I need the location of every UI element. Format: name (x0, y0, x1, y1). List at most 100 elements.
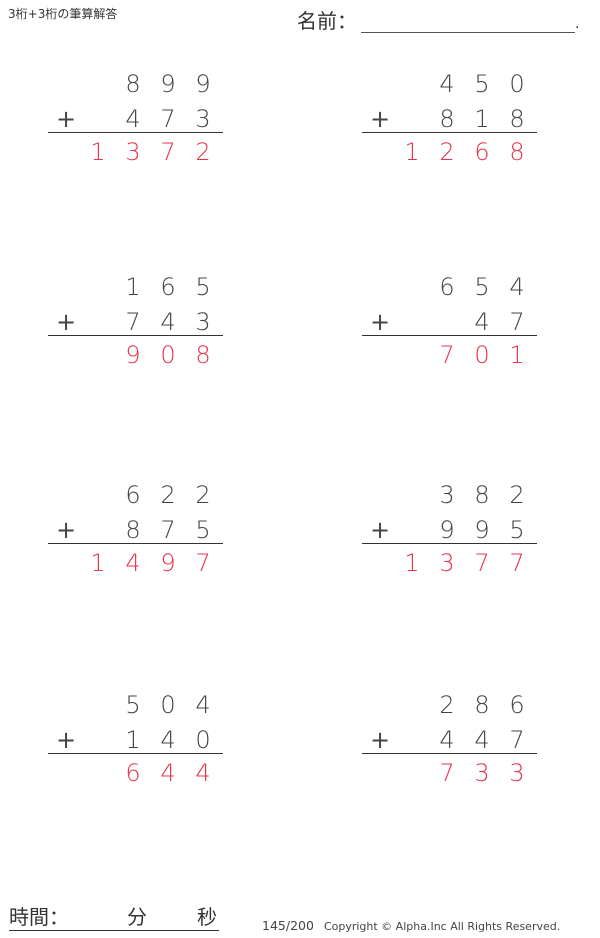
sum-rule-line (362, 753, 537, 754)
name-field: 名前： . (297, 5, 579, 33)
seconds-label: 秒 (197, 905, 217, 929)
plus-sign: + (55, 726, 77, 754)
top-operand-digit: 6 (160, 273, 176, 301)
top-operand-digit: 8 (125, 70, 141, 98)
bottom-operand-digit: 7 (160, 516, 176, 544)
top-operand-digit: 9 (195, 70, 211, 98)
top-operand-digit: 3 (439, 481, 455, 509)
answer-digit: 6 (125, 759, 141, 787)
top-operand-digit: 5 (125, 691, 141, 719)
answer-digit: 1 (404, 138, 420, 166)
top-operand-digit: 4 (439, 70, 455, 98)
answer-digit: 7 (509, 549, 525, 577)
answer-digit: 1 (509, 341, 525, 369)
answer-digit: 3 (509, 759, 525, 787)
worksheet-title: 3桁+3桁の筆算解答 (8, 7, 118, 21)
bottom-operand-digit: 4 (160, 726, 176, 754)
top-operand-digit: 6 (439, 273, 455, 301)
answer-digit: 7 (474, 549, 490, 577)
name-blank-line (361, 10, 575, 33)
plus-sign: + (55, 105, 77, 133)
answer-digit: 1 (90, 138, 106, 166)
top-operand-digit: 2 (195, 481, 211, 509)
top-operand-digit: 2 (160, 481, 176, 509)
bottom-operand-digit: 9 (474, 516, 490, 544)
top-operand-digit: 4 (195, 691, 211, 719)
answer-digit: 0 (160, 341, 176, 369)
answer-digit: 6 (474, 138, 490, 166)
sum-rule-line (48, 543, 223, 544)
sum-rule-line (362, 132, 537, 133)
bottom-operand-digit: 5 (509, 516, 525, 544)
top-operand-digit: 1 (125, 273, 141, 301)
top-operand-digit: 0 (509, 70, 525, 98)
answer-digit: 1 (90, 549, 106, 577)
top-operand-digit: 5 (474, 70, 490, 98)
answer-digit: 7 (439, 759, 455, 787)
answer-digit: 2 (195, 138, 211, 166)
copyright-text: Copyright © Alpha.Inc All Rights Reserve… (323, 920, 561, 933)
bottom-operand-digit: 1 (474, 105, 490, 133)
top-operand-digit: 5 (474, 273, 490, 301)
answer-digit: 4 (125, 549, 141, 577)
answer-digit: 9 (160, 549, 176, 577)
plus-sign: + (369, 516, 391, 544)
bottom-operand-digit: 4 (439, 726, 455, 754)
plus-sign: + (369, 308, 391, 336)
answer-digit: 7 (439, 341, 455, 369)
bottom-operand-digit: 0 (195, 726, 211, 754)
sum-rule-line (362, 543, 537, 544)
bottom-operand-digit: 3 (195, 105, 211, 133)
answer-digit: 9 (125, 341, 141, 369)
plus-sign: + (55, 308, 77, 336)
top-operand-digit: 5 (195, 273, 211, 301)
bottom-operand-digit: 8 (125, 516, 141, 544)
top-operand-digit: 2 (439, 691, 455, 719)
top-operand-digit: 8 (474, 691, 490, 719)
bottom-operand-digit: 4 (474, 308, 490, 336)
sum-rule-line (362, 335, 537, 336)
top-operand-digit: 6 (125, 481, 141, 509)
bottom-operand-digit: 3 (195, 308, 211, 336)
name-period: . (575, 16, 580, 32)
bottom-operand-digit: 5 (195, 516, 211, 544)
bottom-operand-digit: 4 (160, 308, 176, 336)
sum-rule-line (48, 132, 223, 133)
answer-digit: 0 (474, 341, 490, 369)
bottom-operand-digit: 9 (439, 516, 455, 544)
bottom-operand-digit: 4 (474, 726, 490, 754)
bottom-operand-digit: 4 (125, 105, 141, 133)
top-operand-digit: 0 (160, 691, 176, 719)
sum-rule-line (48, 753, 223, 754)
time-label: 時間： (9, 905, 69, 929)
plus-sign: + (369, 105, 391, 133)
bottom-operand-digit: 8 (509, 105, 525, 133)
answer-digit: 8 (509, 138, 525, 166)
answer-digit: 2 (439, 138, 455, 166)
page-number: 145/200 (262, 918, 314, 933)
